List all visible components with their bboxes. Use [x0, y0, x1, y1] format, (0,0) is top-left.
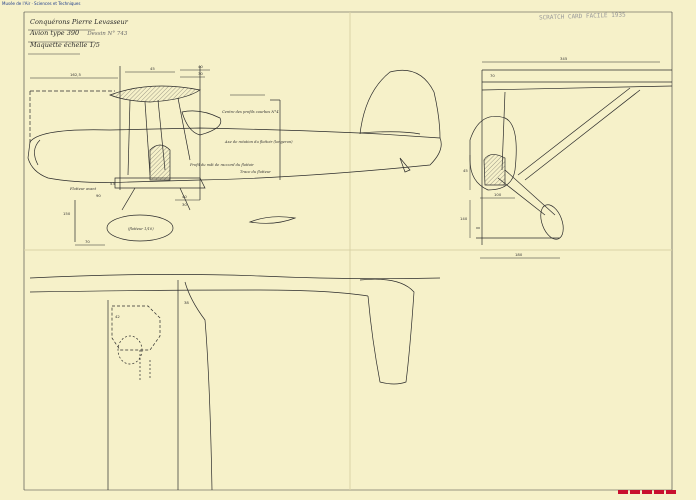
archive-label: Musée de l'Air · Sciences et Techniques	[2, 1, 81, 6]
note-float-label: Flotteur avant	[69, 187, 97, 191]
swatch	[642, 490, 652, 494]
dim-2: 40	[198, 64, 203, 69]
dim-plan-2: 38	[184, 300, 189, 305]
swatch	[630, 490, 640, 494]
dim-9: 70	[85, 239, 90, 244]
drawing-title-line1: Conquérons Pierre Levasseur	[30, 18, 128, 26]
dim-front-base: 180	[515, 252, 523, 257]
dim-1: 45	[150, 66, 155, 71]
dim-7: 40	[182, 194, 187, 199]
front-view	[469, 69, 673, 245]
dim-front-w1: 70	[490, 73, 495, 78]
dim-front-h: 45	[463, 168, 468, 173]
note-bracing-profile: Profil du mât de raccord du flottoir	[189, 163, 254, 167]
front-view-dimension-lines	[469, 61, 660, 259]
plan-view	[29, 274, 441, 491]
note-float-track: Trace du flotteur	[240, 170, 271, 174]
swatch	[654, 490, 664, 494]
note-profile-center: Centre des profils courbes N°4	[222, 110, 279, 114]
sheet-frame	[23, 11, 673, 491]
dim-8: 30	[182, 202, 187, 207]
dim-front-h2: 140	[460, 216, 468, 221]
note-flap-axis: Axe de rotation du flottoir (longeron)	[224, 140, 293, 144]
drawing-type: Avion type 390	[30, 29, 80, 37]
drawing-annotations: Centre des profils courbes N°4 Axe de ro…	[69, 110, 293, 231]
dim-5: 53	[110, 181, 115, 186]
dimension-labels: 162,5 45 40 30 90 53 150 40 30 70 345 70…	[63, 56, 568, 319]
dim-front-span: 345	[560, 56, 568, 61]
dim-4: 90	[96, 193, 101, 198]
dim-front-w2: 100	[494, 192, 502, 197]
side-view-dimension-lines	[30, 69, 265, 246]
swatch	[618, 490, 628, 494]
dim-3: 30	[198, 71, 203, 76]
dim-6: 150	[63, 211, 71, 216]
paper-folds	[24, 12, 672, 490]
drawing-ref: Dessin N° 743	[87, 31, 128, 37]
drawing-scale-note: Maquette échelle 1/5	[30, 41, 100, 49]
note-float-detail: (flotteur 1/10)	[128, 227, 154, 231]
drawing-title-line2: Avion type 390 Dessin N° 743	[30, 29, 127, 37]
side-view	[27, 66, 442, 242]
color-calibration-strip	[618, 490, 676, 494]
dim-plan-1: 42	[115, 314, 120, 319]
swatch	[666, 490, 676, 494]
dim-span-left: 162,5	[70, 72, 81, 77]
